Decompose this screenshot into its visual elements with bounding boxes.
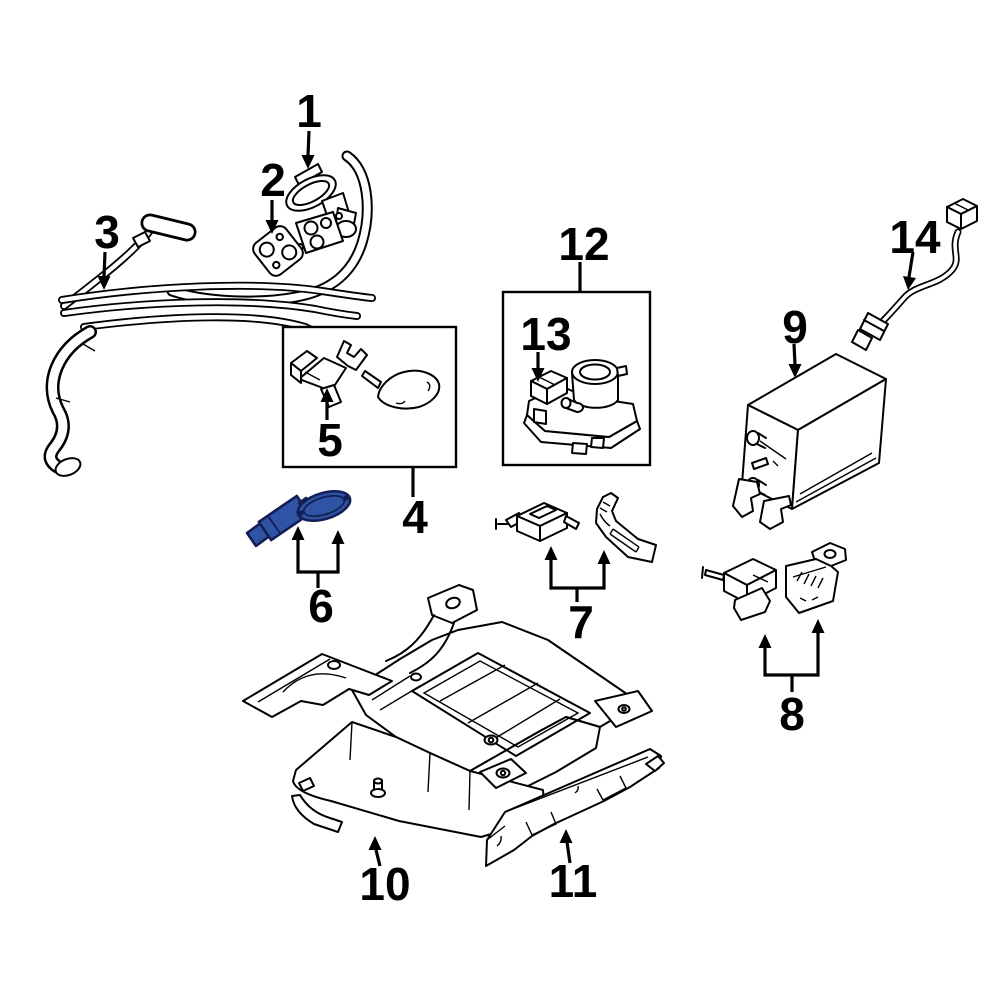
- callout-1: 1: [296, 85, 322, 169]
- callout-5-label: 5: [317, 414, 343, 466]
- part-vapor-canister: [732, 353, 887, 530]
- callout-7: 7: [544, 546, 611, 648]
- part-pcv-valve-6-highlighted: [245, 489, 352, 548]
- callout-10-label: 10: [359, 858, 410, 910]
- part-battery-tray: [242, 584, 653, 838]
- callout-14-label: 14: [889, 211, 941, 263]
- valve-flange: [296, 489, 352, 523]
- part-egr-valve: [285, 163, 357, 254]
- part-purge-pump-13: [523, 359, 641, 455]
- callout-9: 9: [782, 301, 808, 378]
- callout-4-label: 4: [402, 491, 428, 543]
- part-map-sensor: [361, 369, 441, 410]
- part-sensor-8: [701, 558, 777, 621]
- callout-6: 6: [291, 526, 345, 632]
- callout-1-label: 1: [296, 85, 322, 137]
- part-support-rail: [485, 748, 665, 867]
- callout-8: 8: [758, 619, 825, 740]
- callout-12-label: 12: [558, 218, 609, 270]
- callout-11: 11: [549, 829, 598, 907]
- callout-8-label: 8: [779, 688, 805, 740]
- callout-2: 2: [260, 154, 286, 234]
- callout-6-label: 6: [308, 580, 334, 632]
- callout-4: 4: [402, 467, 428, 543]
- callout-5: 5: [317, 388, 343, 466]
- part-egr-gasket: [252, 225, 304, 277]
- callout-10: 10: [359, 836, 411, 910]
- callout-11-label: 11: [549, 855, 598, 907]
- harness-cylinder: [140, 213, 197, 242]
- callout-13: 13: [520, 308, 572, 382]
- callout-9-label: 9: [782, 301, 808, 353]
- callout-12: 12: [558, 218, 610, 292]
- part-vacuum-harness: [43, 150, 376, 477]
- callout-7-label: 7: [568, 596, 594, 648]
- callout-14: 14: [889, 211, 941, 290]
- tray-stud: [370, 777, 386, 798]
- part-bracket-7: [595, 492, 657, 563]
- part-oxygen-sensor: [851, 198, 978, 351]
- harness-mount-tab: [132, 231, 151, 248]
- callout-13-label: 13: [520, 308, 571, 360]
- callout-3-label: 3: [94, 206, 120, 258]
- harness-strap-foot: [54, 457, 82, 477]
- part-valve-7: [495, 502, 580, 542]
- callout-3: 3: [94, 206, 120, 290]
- callout-2-label: 2: [260, 154, 286, 206]
- part-bracket-8: [785, 542, 847, 614]
